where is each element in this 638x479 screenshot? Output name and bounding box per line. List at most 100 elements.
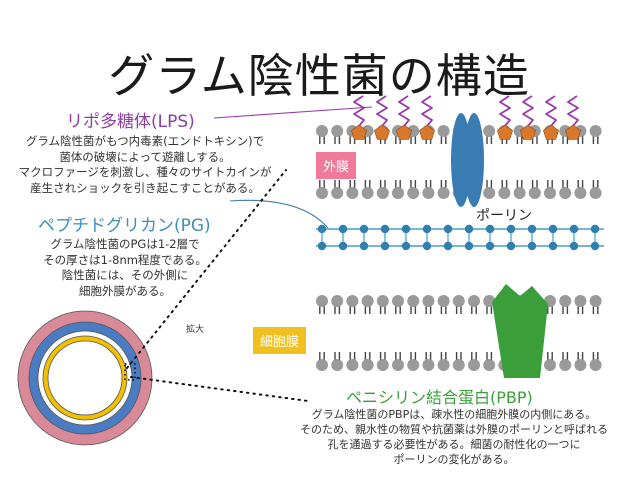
pg-node — [338, 224, 348, 234]
pg-node — [443, 241, 453, 251]
pg-node — [359, 224, 369, 234]
lps-leader-line — [213, 106, 373, 119]
lipid-head — [407, 295, 420, 307]
lipid-head — [346, 187, 359, 199]
lipid-head — [437, 359, 450, 371]
lps-description: グラム陰性菌がもつ内毒素(エンドトキシン)で 菌体の破壊によって遊離しする。 マ… — [0, 134, 290, 196]
pg-desc-line: グラム陰性菌のPGは1-2層で — [50, 237, 200, 251]
pg-node — [380, 224, 390, 234]
lipid-head — [589, 359, 602, 371]
pg-description: グラム陰性菌のPGは1-2層で その厚さは1-8nm程度である。 陰性菌には、そ… — [30, 237, 220, 299]
lipid-head — [422, 359, 435, 371]
lipid-head — [559, 187, 572, 199]
zoom-label: 拡大 — [186, 325, 205, 335]
peptidoglycan-layer — [316, 224, 604, 251]
lps-core — [543, 124, 559, 140]
lps-sugar-chain — [545, 95, 557, 127]
cell-ring — [47, 340, 123, 416]
pg-node — [464, 224, 474, 234]
pg-node — [338, 241, 348, 251]
lipid-head — [361, 359, 374, 371]
lipid-head — [331, 125, 344, 137]
lipid-head — [437, 295, 450, 307]
lipid-head — [452, 359, 465, 371]
lipid-head — [483, 187, 496, 199]
lipid-head — [574, 295, 587, 307]
lps-core — [396, 124, 412, 140]
lipid-head — [331, 187, 344, 199]
pg-leader-line — [229, 199, 329, 229]
lps-core — [497, 124, 513, 140]
lipid-head — [346, 359, 359, 371]
pbp-desc-line: そのため、親水性の物質や抗菌薬は外膜のポーリンと呼ばれる — [300, 423, 608, 436]
pg-node — [317, 241, 327, 251]
pg-node — [359, 241, 369, 251]
pg-node — [527, 224, 537, 234]
lps-sugar-chain — [353, 95, 365, 127]
page-title: グラム陰性菌の構造 — [108, 49, 530, 103]
lipid-head — [574, 359, 587, 371]
lipid-head — [589, 187, 602, 199]
pg-node — [317, 224, 327, 234]
zoom-box — [124, 363, 136, 381]
pg-node — [590, 241, 600, 251]
pg-node — [569, 241, 579, 251]
cell-membrane-tag: 細胞膜 — [253, 327, 307, 354]
lipid-head — [392, 187, 404, 199]
lipid-head — [346, 295, 359, 307]
leader-lines — [124, 106, 373, 402]
pbp-description: グラム陰性菌のPBPは、疎水性の細胞外膜の内側にある。 そのため、親水性の物質や… — [270, 407, 638, 467]
lipid-head — [392, 359, 404, 371]
lps-sugar-chain — [376, 95, 388, 127]
lipid-head — [559, 359, 572, 371]
lipid-head — [544, 187, 556, 199]
pg-node — [485, 224, 495, 234]
lipid-head — [407, 187, 420, 199]
lps-core — [351, 124, 367, 140]
pg-desc-line: その厚さは1-8nm程度である。 — [43, 252, 207, 267]
lps-sugar-chain — [398, 95, 410, 127]
pg-node — [422, 224, 432, 234]
lipid-head — [331, 295, 344, 307]
lipid-head — [392, 295, 404, 307]
outer-membrane-tag: 外膜 — [316, 152, 357, 179]
lps-core — [520, 124, 536, 140]
pbp-protein — [492, 284, 548, 378]
lps-sugar-chain — [499, 95, 511, 127]
lps-core-pentagons — [351, 124, 581, 140]
lipid-head — [574, 187, 587, 199]
pg-node — [485, 241, 495, 251]
lipid-head — [376, 295, 389, 307]
lps-core — [565, 124, 581, 140]
lps-label: リポ多糖体(LPS) — [66, 112, 195, 132]
lipid-head — [483, 359, 496, 371]
pbp-desc-line: ポーリンの変化がある。 — [393, 453, 515, 466]
lipid-head — [483, 295, 496, 307]
lipid-head — [361, 187, 374, 199]
lipid-head — [468, 295, 480, 307]
pg-node — [464, 241, 474, 251]
zoom-dotted-line — [130, 376, 309, 402]
porin-protein — [451, 113, 484, 207]
pg-node — [506, 241, 516, 251]
lps-desc-line: 産生されショックを引き起こすことがある。 — [30, 180, 260, 195]
lipid-head — [437, 187, 450, 199]
pg-node — [548, 224, 558, 234]
lipid-head — [513, 187, 526, 199]
pbp-desc-line: 孔を通過する必要性がある。細菌の耐性化の一つに — [327, 438, 581, 451]
pg-node — [380, 241, 390, 251]
pg-node — [506, 224, 516, 234]
lipid-head — [589, 125, 602, 137]
pbp-desc-line: グラム陰性菌のPBPは、疎水性の細胞外膜の内側にある。 — [311, 408, 597, 421]
pg-node — [401, 241, 411, 251]
bacterium-cross-section — [17, 310, 153, 446]
pg-node — [401, 224, 411, 234]
lipid-head — [498, 187, 511, 199]
pg-node — [590, 224, 600, 234]
lipid-head — [376, 187, 389, 199]
pg-desc-line: 細胞外膜がある。 — [79, 283, 171, 298]
lipid-head — [559, 295, 572, 307]
pg-node — [527, 241, 537, 251]
lps-sugar-chain — [567, 95, 579, 127]
